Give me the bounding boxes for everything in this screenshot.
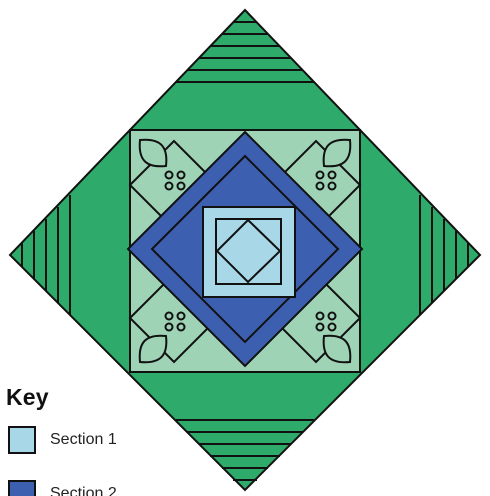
key-swatch-section-1 bbox=[8, 426, 36, 454]
key-legend: Key Section 1 Section 2 bbox=[4, 384, 204, 496]
key-label-section-2: Section 2 bbox=[50, 485, 117, 496]
key-swatch-section-2 bbox=[8, 480, 36, 496]
key-item-section-1: Section 1 bbox=[8, 426, 117, 454]
key-title: Key bbox=[6, 384, 49, 411]
key-item-section-2: Section 2 bbox=[8, 480, 117, 496]
key-label-section-1: Section 1 bbox=[50, 431, 117, 449]
